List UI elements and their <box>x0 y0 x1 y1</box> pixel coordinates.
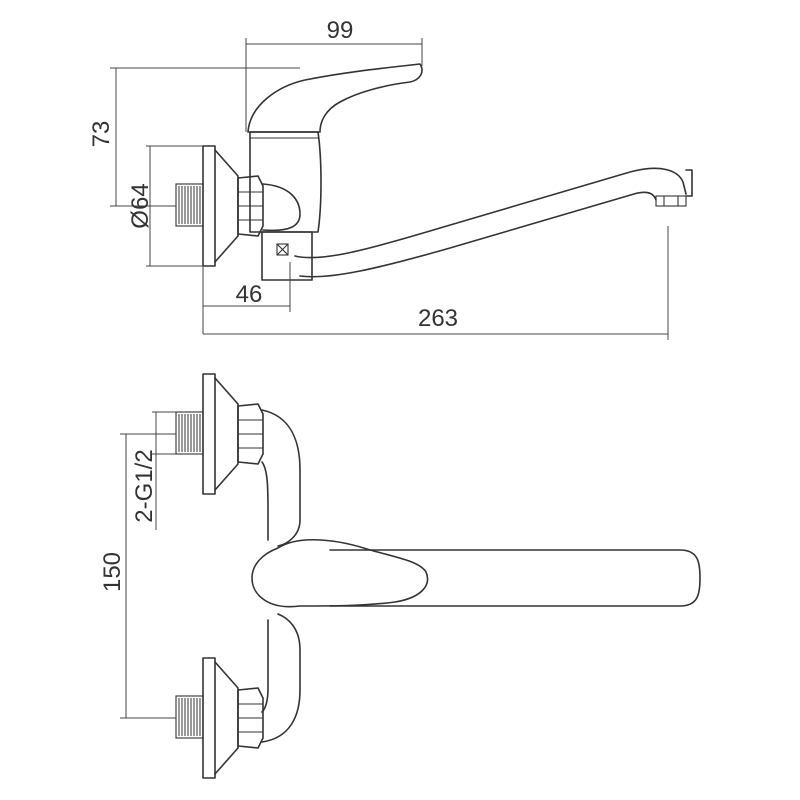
side-spout <box>294 167 693 278</box>
side-connection-marker <box>276 243 289 256</box>
front-upper-arm <box>261 409 301 547</box>
side-body-connector <box>262 183 301 232</box>
side-valve-body <box>249 131 322 281</box>
dim-99-label: 99 <box>327 17 354 44</box>
dim-thread-spec: 2-G1/2 <box>131 411 176 530</box>
dim-46-label: 46 <box>236 281 263 308</box>
dim-diameter-64: Ø64 <box>127 145 203 267</box>
dim-99: 99 <box>245 17 423 132</box>
dim-263-label: 263 <box>418 305 458 332</box>
side-lever-handle <box>247 63 423 133</box>
dim-73-label: 73 <box>88 121 115 148</box>
thread-lines <box>178 186 201 224</box>
front-upper-flange <box>175 373 264 495</box>
front-lower-arm <box>261 613 301 743</box>
dim-diameter-64-label: Ø64 <box>127 183 154 228</box>
front-lever-handle <box>251 538 429 608</box>
dim-150: 150 <box>99 433 176 719</box>
dim-263: 263 <box>203 226 669 340</box>
dim-73: 73 <box>88 67 300 207</box>
dim-thread-spec-label: 2-G1/2 <box>131 449 158 522</box>
dim-150-label: 150 <box>99 552 126 592</box>
thread-lines <box>178 698 201 736</box>
front-lower-flange <box>175 657 264 779</box>
side-view: 99 73 Ø64 46 263 <box>88 17 693 340</box>
side-threaded-inlet <box>175 183 204 227</box>
side-flange <box>202 145 239 267</box>
front-view: 2-G1/2 150 <box>99 373 701 779</box>
dim-46: 46 <box>202 262 291 334</box>
front-spout <box>329 549 701 607</box>
thread-lines <box>178 414 201 452</box>
